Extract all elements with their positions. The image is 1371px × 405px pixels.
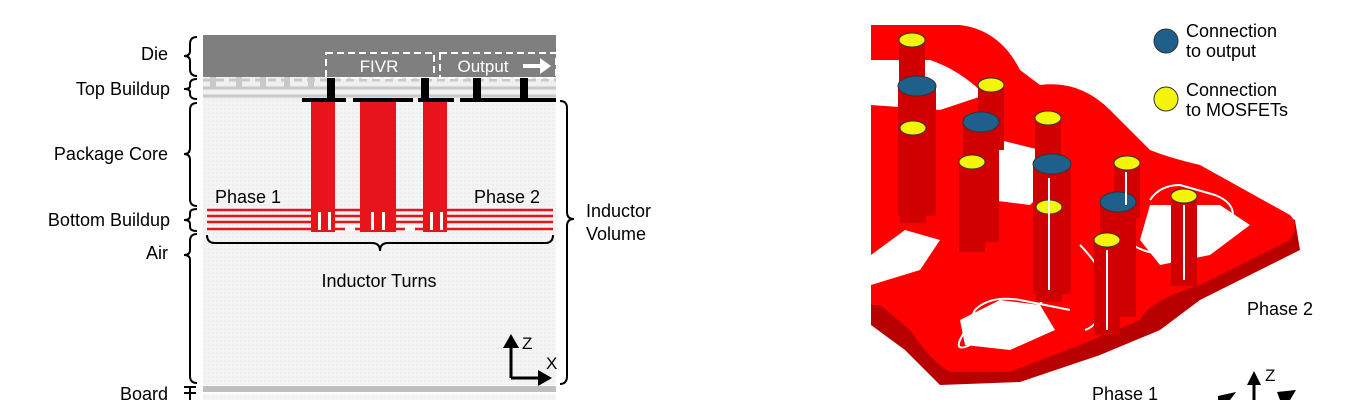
axis-z-label-3d: Z [1265, 366, 1275, 385]
mosfet-pillar [899, 120, 927, 223]
fivr-label: FIVR [360, 57, 399, 76]
inductor-3d-view: Connection to output Connection to MOSFE… [871, 21, 1313, 404]
board-layer [203, 386, 556, 392]
inductor-vias [311, 102, 447, 232]
output-arrow-icon [523, 58, 551, 74]
pillars [897, 32, 1198, 335]
axes-icon [503, 334, 552, 386]
legend-output-line2: to output [1186, 41, 1256, 61]
axes-3d-icon [1218, 371, 1296, 400]
top-buildup-label: Top Buildup [76, 79, 170, 99]
hole-left-bottom [871, 230, 940, 285]
inductor-volume-brace [559, 100, 575, 385]
inductor-turns-label: Inductor Turns [321, 271, 436, 291]
die-layer [203, 35, 556, 77]
fivr-box [325, 52, 435, 79]
board-label: Board [120, 384, 168, 400]
inductor-turns-bracket [206, 234, 554, 252]
die-label: Die [141, 44, 168, 64]
axis-x-label-2d: X [546, 354, 557, 373]
layer-braces [183, 36, 198, 400]
legend-mosfet-line1: Connection [1186, 80, 1277, 100]
legend-mosfet-line2: to MOSFETs [1186, 100, 1288, 120]
bottom-buildup-turns [207, 208, 553, 231]
top-buildup-layer [203, 77, 556, 100]
legend-output-line1: Connection [1186, 21, 1277, 41]
output-legend-marker [1153, 28, 1179, 54]
cross-section-diagram: FIVR Output [48, 35, 651, 404]
bottom-buildup-label: Bottom Buildup [48, 210, 170, 230]
axis-z-label-2d: Z [522, 334, 532, 353]
air-label: Air [146, 243, 168, 263]
phase1-label-3d: Phase 1 [1092, 384, 1158, 400]
mosfet-legend-marker [1153, 86, 1179, 112]
mosfet-pillar [958, 154, 986, 252]
package-core-label: Package Core [54, 144, 168, 164]
phase1-label-2d: Phase 1 [215, 187, 281, 207]
inductor-volume-label-line2: Volume [586, 224, 646, 244]
legend: Connection to output Connection to MOSFE… [1153, 21, 1288, 120]
output-label: Output [457, 57, 508, 76]
phase2-label-2d: Phase 2 [474, 187, 540, 207]
phase2-label-3d: Phase 2 [1247, 299, 1313, 319]
output-box [439, 52, 557, 79]
top-buildup-vias [302, 78, 556, 102]
inductor-volume-label-line1: Inductor [586, 201, 651, 221]
